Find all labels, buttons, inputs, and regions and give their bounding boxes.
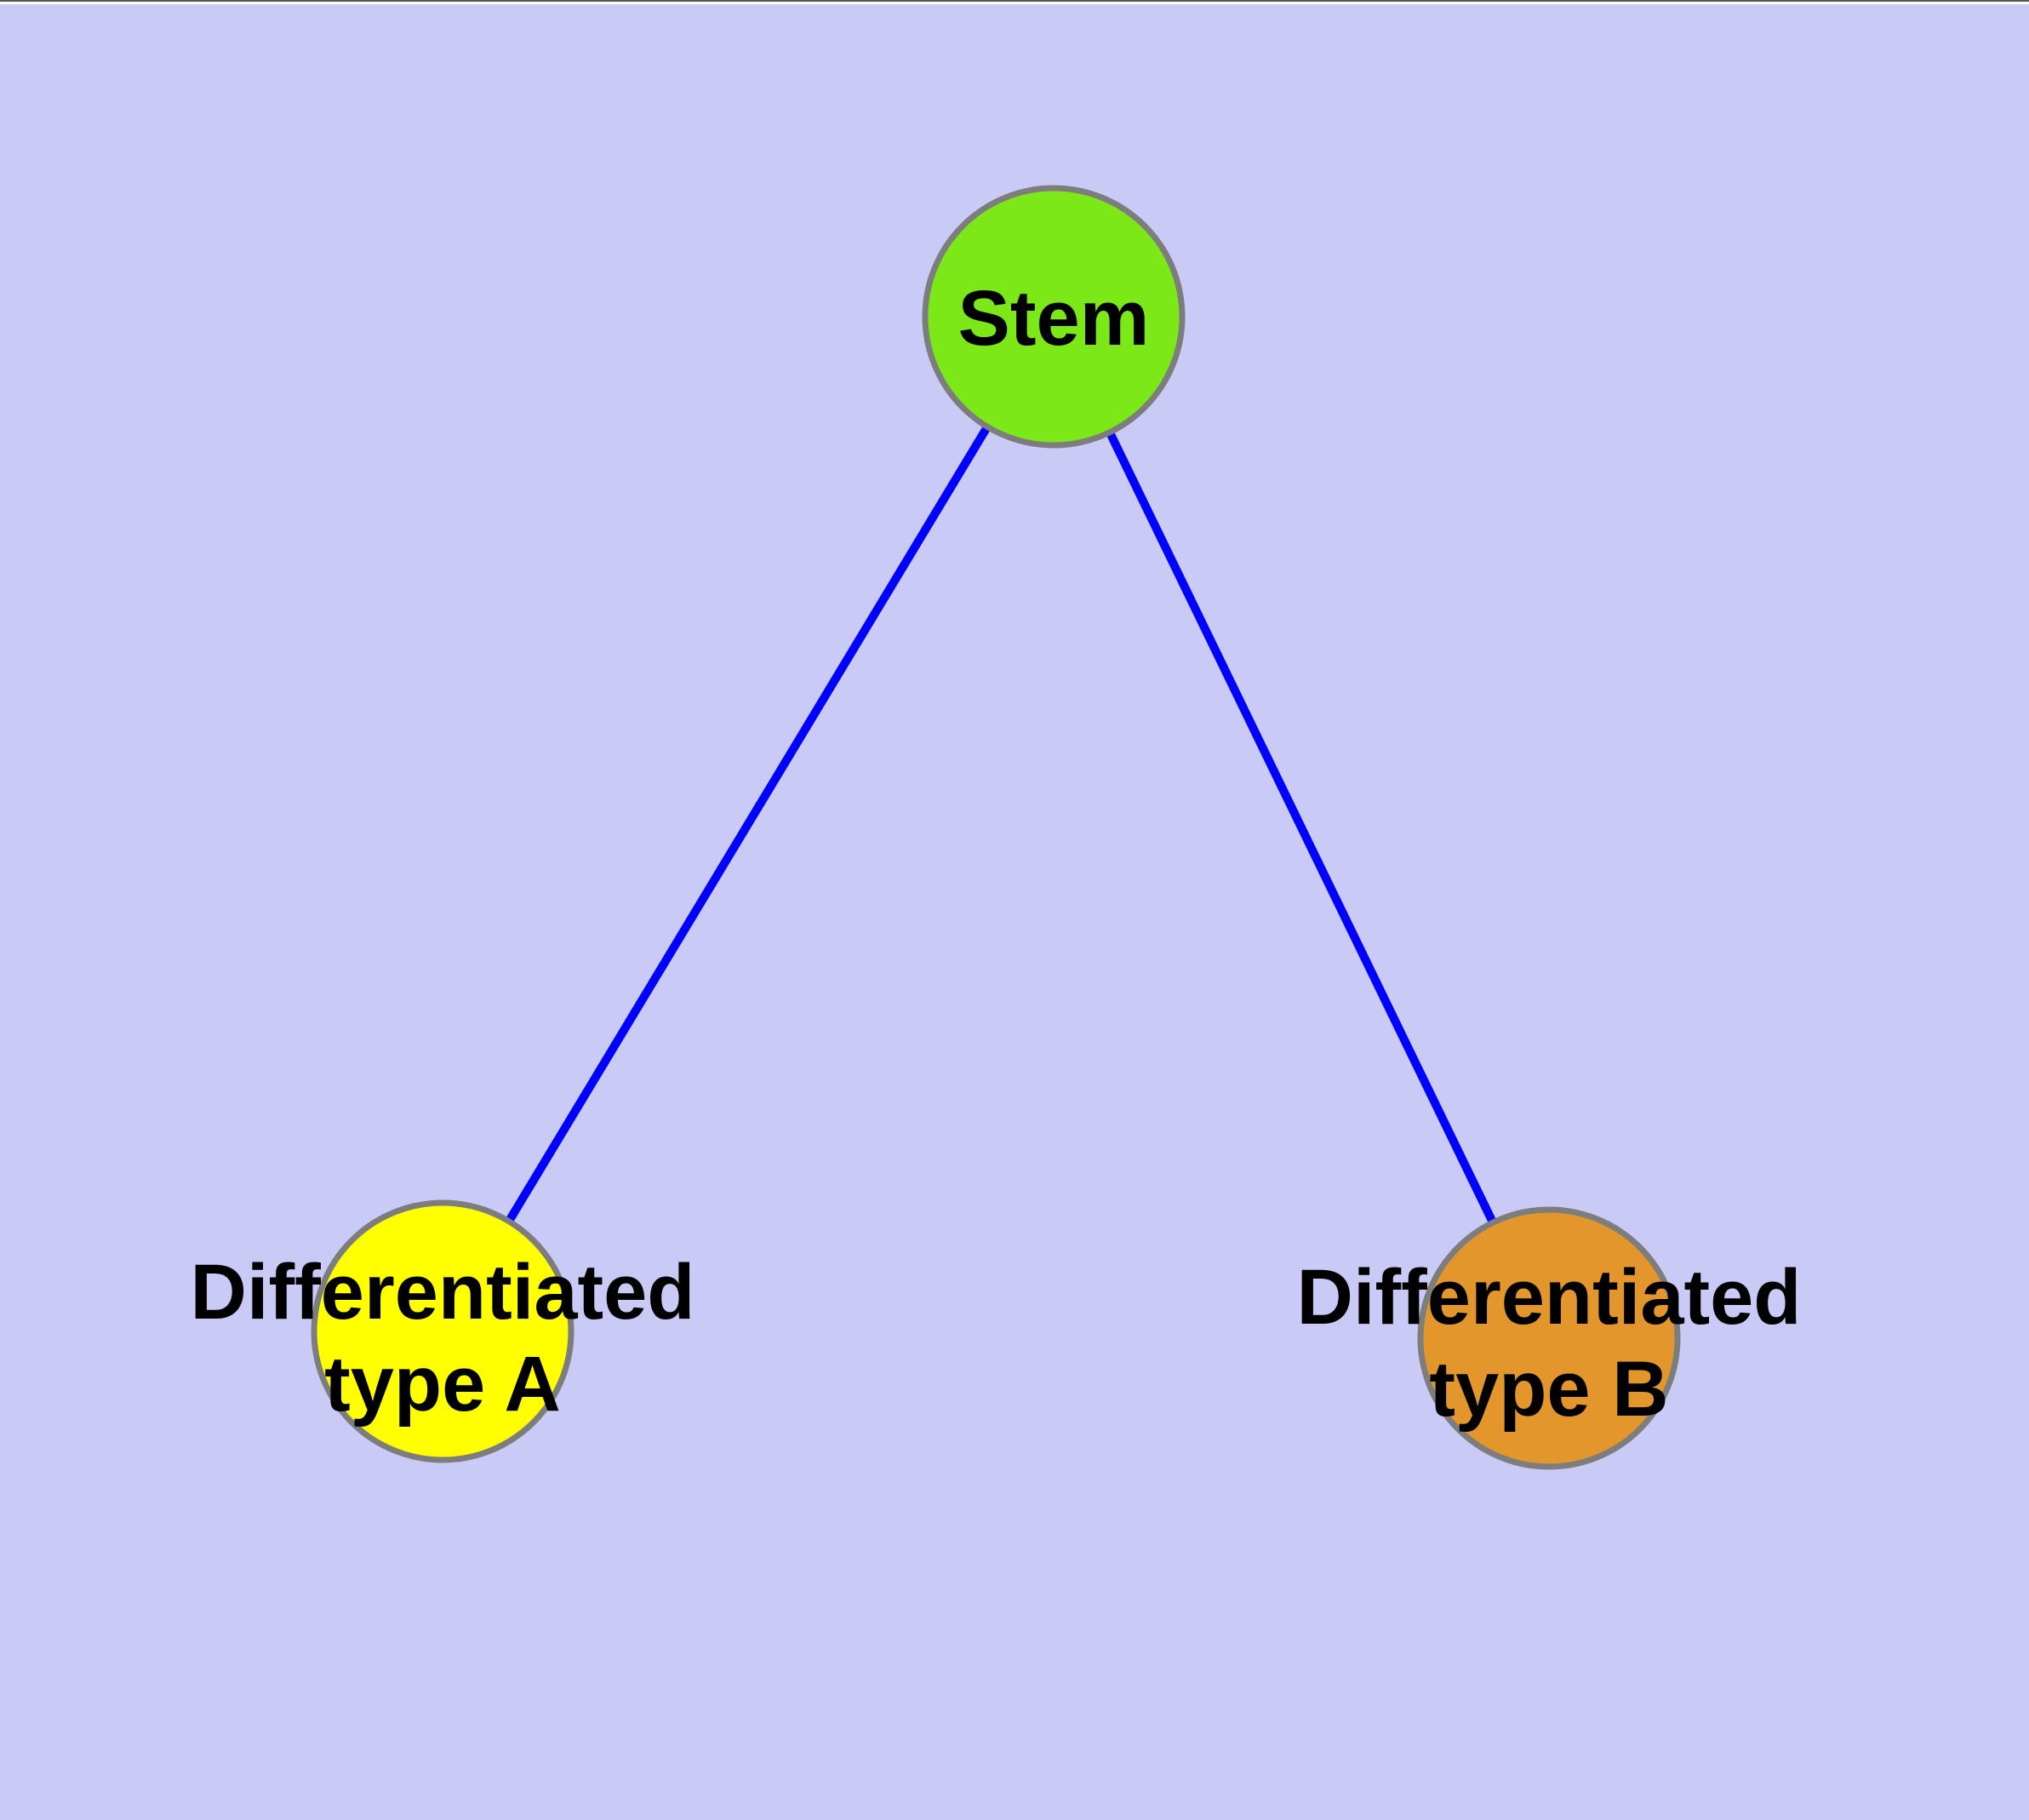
node-stem (922, 185, 1186, 449)
node-differentiated-type-b (1417, 1206, 1681, 1470)
edge-stem-to-type-b (1049, 314, 1553, 1341)
window-top-edge (0, 0, 2029, 4)
edge-stem-to-type-a (438, 314, 1058, 1334)
node-differentiated-type-a (311, 1199, 574, 1463)
node-stem-label: Stem (957, 275, 1150, 362)
node-differentiated-type-b-label: Differentiated type B (1296, 1254, 1802, 1433)
node-differentiated-type-a-label: Differentiated type A (190, 1249, 695, 1428)
